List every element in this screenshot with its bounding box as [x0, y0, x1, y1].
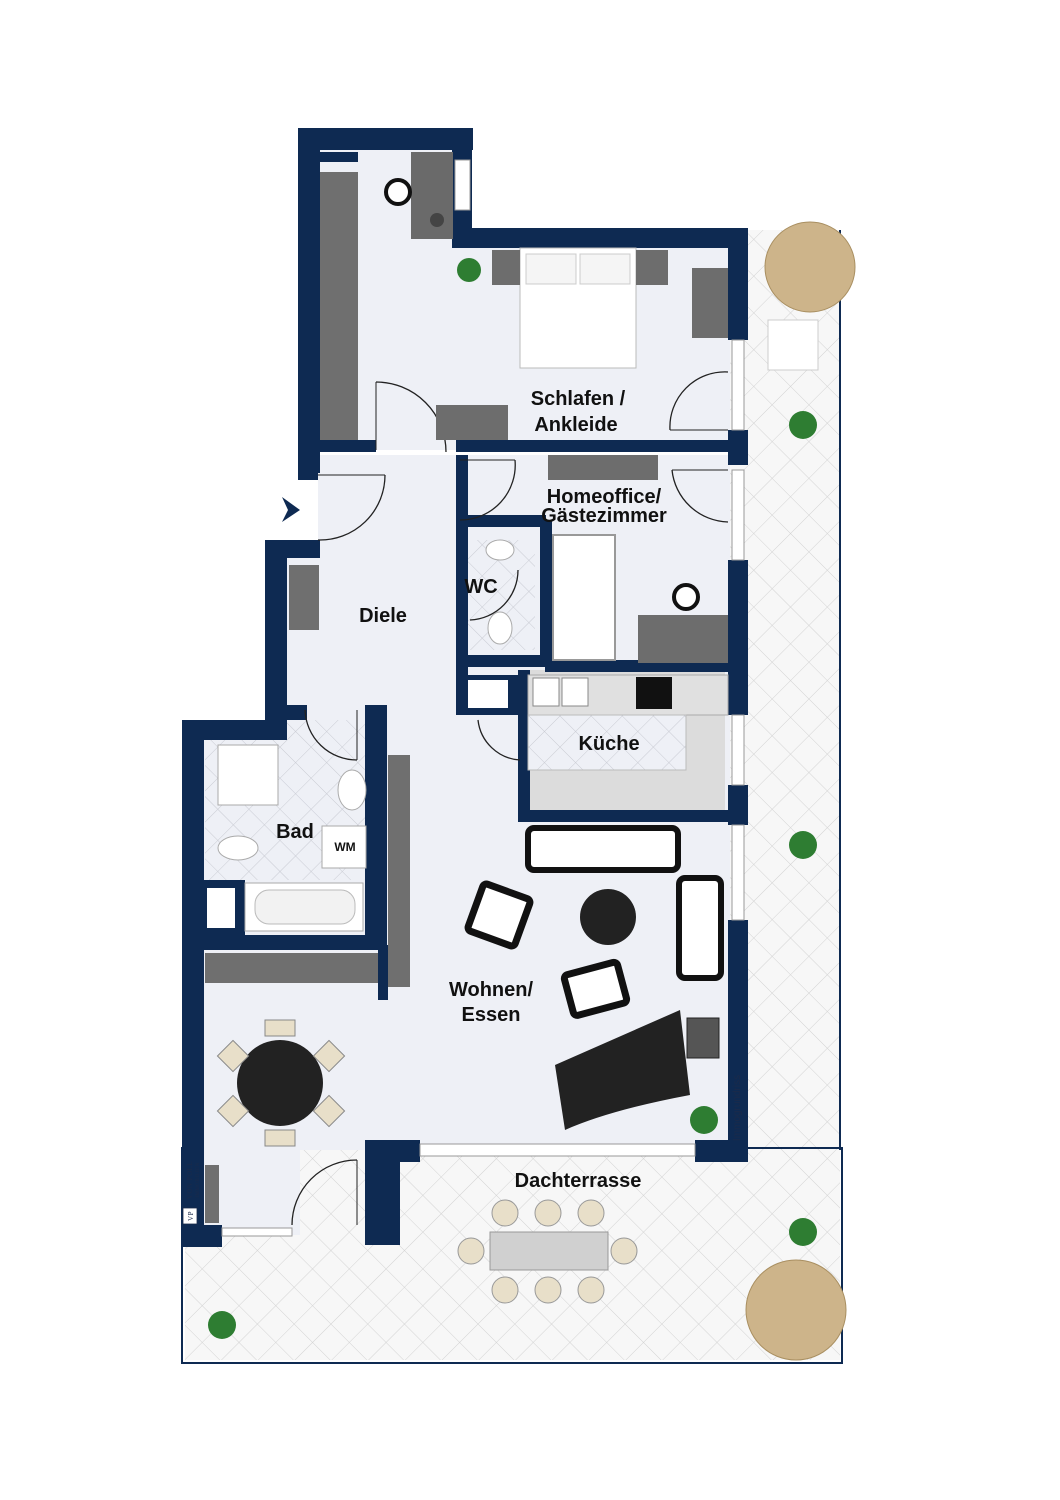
- label-essen: Essen: [462, 1004, 521, 1026]
- brand-monogram: VP: [187, 1211, 195, 1221]
- label-diele: Diele: [359, 605, 407, 627]
- label-wm: WM: [334, 840, 355, 854]
- cooktop-icon: [636, 677, 672, 709]
- brand-name: VON POLL: [186, 1161, 194, 1199]
- dining-furniture: [205, 1019, 346, 1223]
- plant-icon: [208, 1311, 236, 1339]
- toilet-icon: [487, 611, 513, 645]
- label-ankleide: Ankleide: [534, 414, 617, 436]
- bath-furniture: [205, 744, 410, 987]
- plant-icon: [457, 258, 481, 282]
- label-wohnen: Wohnen/: [449, 979, 534, 1001]
- label-bad: Bad: [276, 821, 314, 843]
- plant-icon: [690, 1106, 718, 1134]
- plant-icon: [789, 1218, 817, 1246]
- umbrella-icon: [745, 1259, 847, 1361]
- label-gaestezimmer: Gästezimmer: [541, 505, 667, 527]
- hall-cabinet: [289, 565, 319, 630]
- living-furniture: [464, 825, 724, 1134]
- label-homeoffice: Homeoffice/: [547, 486, 662, 508]
- bedroom-furniture: [320, 152, 728, 440]
- umbrella-icon: [764, 221, 856, 313]
- doors: [282, 371, 729, 1226]
- wc-basin-icon: [485, 539, 515, 561]
- label-wc: WC: [464, 576, 497, 598]
- homeoffice-furniture: [485, 455, 728, 663]
- plant-icon: [789, 411, 817, 439]
- label-dachterrasse: Dachterrasse: [515, 1170, 642, 1192]
- windows: [221, 159, 745, 1237]
- entrance-arrow-icon: [282, 497, 300, 522]
- label-kueche: Küche: [578, 733, 639, 755]
- side-caption: Immogrundriss: [732, 1075, 743, 1141]
- washing-machine: [321, 825, 367, 869]
- plant-icon: [789, 831, 817, 859]
- grand-piano-icon: [555, 1010, 690, 1130]
- brand-sub: IMMOBILIEN: [196, 1162, 201, 1198]
- label-schlafen: Schlafen /: [531, 388, 626, 410]
- terrace-furniture: [208, 221, 856, 1361]
- brand-logo: VP VON POLL IMMOBILIEN: [182, 1161, 201, 1225]
- kitchen-furniture: [527, 674, 729, 771]
